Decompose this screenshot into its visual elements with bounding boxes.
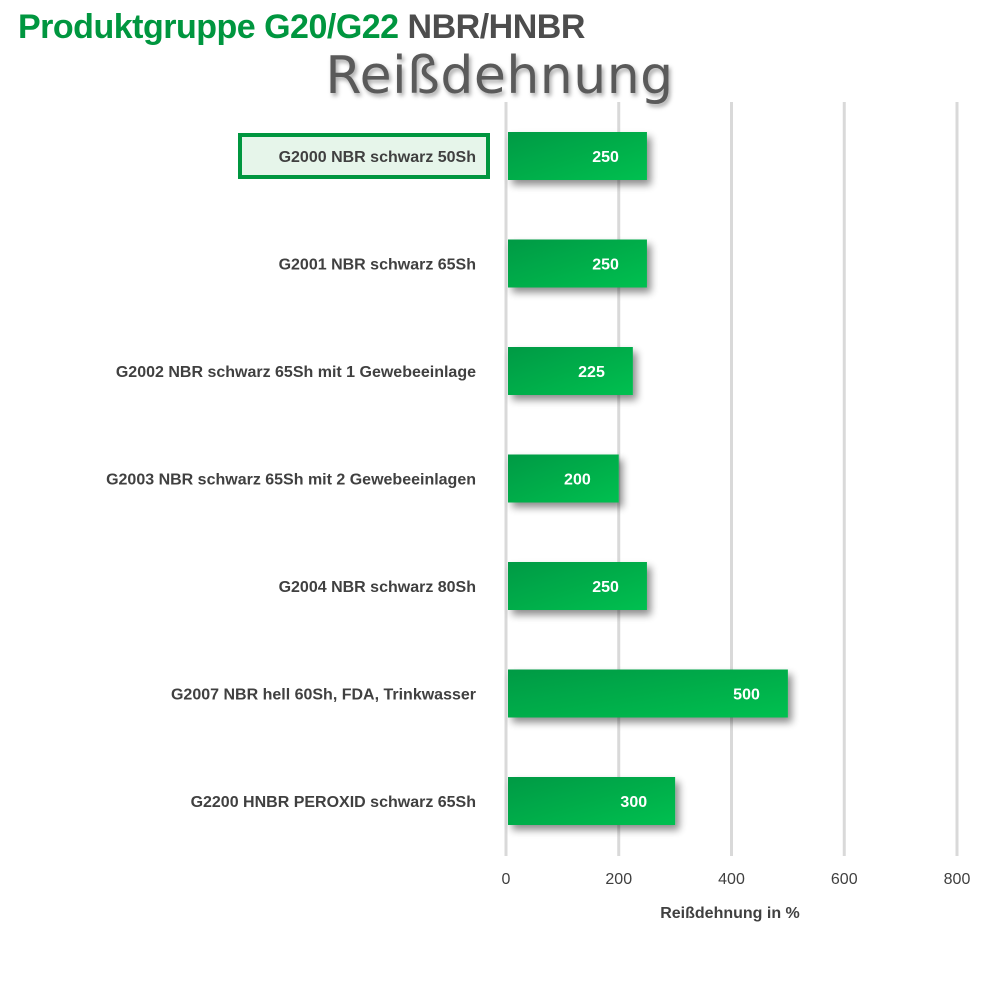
header-title-green: Produktgruppe G20/G22 <box>18 8 399 46</box>
category-label: G2200 HNBR PEROXID schwarz 65Sh <box>191 794 476 811</box>
category-label: G2003 NBR schwarz 65Sh mit 2 Gewebeeinla… <box>106 472 476 489</box>
bar <box>508 669 788 718</box>
bar <box>508 132 647 180</box>
bar-value-label: 500 <box>733 687 760 704</box>
bar-value-label: 250 <box>592 257 619 274</box>
chart-header: Produktgruppe G20/G22 NBR/HNBR <box>18 8 585 47</box>
category-label: G2002 NBR schwarz 65Sh mit 1 Gewebeeinla… <box>116 364 476 381</box>
category-label: G2004 NBR schwarz 80Sh <box>279 579 476 596</box>
category-label: G2007 NBR hell 60Sh, FDA, Trinkwasser <box>171 687 476 704</box>
grid-layer <box>504 102 959 856</box>
bar-value-label: 200 <box>564 472 591 489</box>
category-label: G2001 NBR schwarz 65Sh <box>279 257 476 274</box>
bar-value-label: 300 <box>620 794 647 811</box>
x-tick-label: 0 <box>502 871 511 888</box>
x-axis-title: Reißdehnung in % <box>660 905 800 922</box>
bar <box>508 239 647 288</box>
bar <box>508 777 676 825</box>
x-tick-label: 400 <box>718 871 745 888</box>
bar <box>508 454 619 503</box>
category-highlight-box <box>238 133 490 179</box>
category-label: G2000 NBR schwarz 50Sh <box>279 149 476 166</box>
header-title-grey: NBR/HNBR <box>407 8 586 46</box>
bar-value-label: 250 <box>592 149 619 166</box>
chart-subtitle: Reißdehnung <box>325 46 674 106</box>
x-tick-label: 200 <box>605 871 632 888</box>
bar-value-label: 225 <box>578 364 605 381</box>
x-tick-label: 600 <box>831 871 858 888</box>
x-tick-label: 800 <box>944 871 971 888</box>
axis-layer: 0 200 400 600 800 <box>502 871 971 888</box>
bar-value-label: 250 <box>592 579 619 596</box>
bars-layer <box>508 132 788 825</box>
bar <box>508 562 647 610</box>
bar <box>508 347 633 395</box>
